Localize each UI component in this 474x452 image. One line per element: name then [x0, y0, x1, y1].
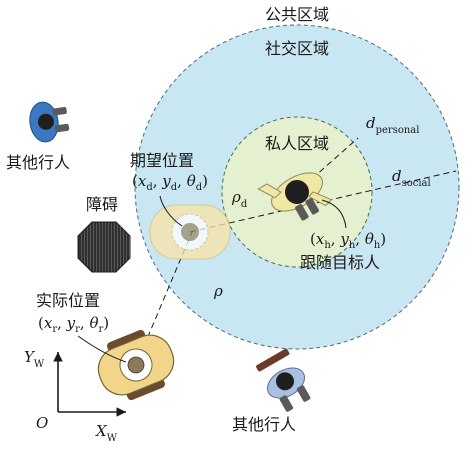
- rho-d-label: ρd: [231, 188, 248, 210]
- rho-label: ρ: [213, 282, 223, 300]
- obstacle: [77, 221, 131, 273]
- public-zone-label: 公共区域: [265, 5, 329, 24]
- axis-origin-label: O: [36, 414, 48, 432]
- target-person-label: 跟随目标人: [300, 253, 380, 272]
- target-person: [257, 172, 333, 221]
- desired-position-label: 期望位置: [130, 151, 194, 170]
- other-person-left-label: 其他行人: [6, 153, 70, 172]
- obstacle-label: 障碍: [86, 195, 118, 214]
- target-leader-line: [321, 199, 347, 229]
- actual-position-label: 实际位置: [36, 291, 100, 310]
- axis-y-label: YW: [24, 348, 45, 370]
- other-person-left: [29, 101, 70, 143]
- actual-leader-line: [77, 335, 127, 363]
- d-social-label: dsocial: [392, 167, 431, 189]
- desired-robot: [149, 204, 231, 260]
- personal-zone-label: 私人区域: [265, 134, 329, 153]
- desired-pose-label: (xd, yd, θd): [132, 172, 208, 193]
- d-personal-label: dpersonal: [366, 114, 419, 136]
- world-axes: [53, 352, 126, 417]
- actual-pose-label: (xr, yr, θr): [38, 314, 109, 335]
- desired-leader-line: [159, 195, 183, 227]
- target-pose-label: (xh, yh, θh): [310, 230, 386, 251]
- other-person-bottom: [256, 348, 311, 412]
- social-zone-label: 社交区域: [265, 39, 329, 58]
- other-person-bottom-label: 其他行人: [232, 415, 296, 434]
- actual-robot: [97, 329, 175, 401]
- axis-x-label: XW: [95, 422, 118, 444]
